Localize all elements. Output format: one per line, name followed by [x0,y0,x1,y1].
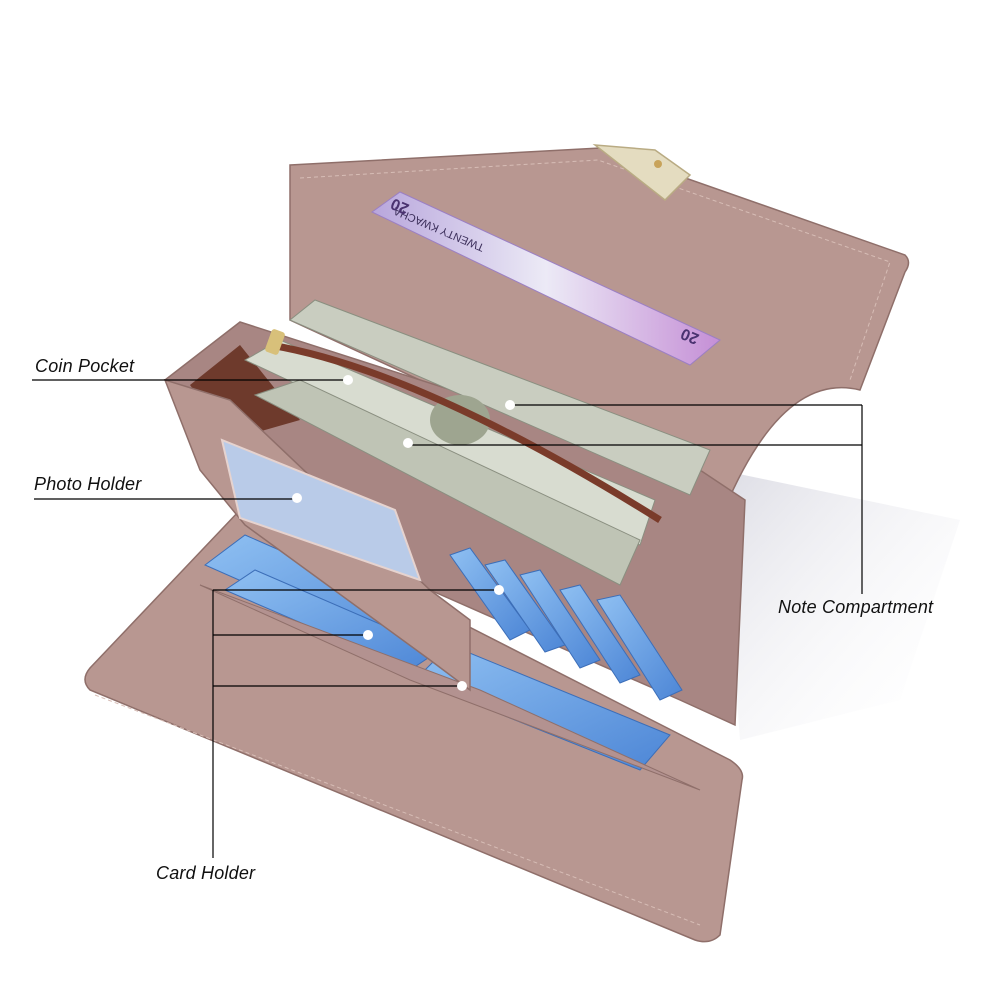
label-coin-pocket: Coin Pocket [35,356,135,376]
label-card-holder: Card Holder [156,863,256,883]
label-note-compartment: Note Compartment [778,597,934,617]
label-photo-holder: Photo Holder [34,474,142,494]
gold-clasp [592,144,692,202]
svg-text:20: 20 [678,324,701,347]
dollar-bills [243,299,711,586]
clasp-rivet [654,160,662,168]
callout-card-holder [212,585,504,858]
coin-pocket-zipper [269,341,662,523]
callout-note-compartment [403,400,863,594]
vertical-card-slots [449,547,683,701]
callout-coin-pocket [32,375,353,385]
wallet-shadow [720,470,960,740]
kwacha-banknote: TWENTY KWACHA 20 20 [371,191,721,366]
zipper-pull [265,329,285,355]
flap-stitching [299,159,891,381]
bottom-stitching [94,694,701,926]
photo-window [220,438,422,582]
wallet-bottom-panel [84,509,744,943]
svg-text:20: 20 [388,194,411,217]
callout-photo-holder [34,493,302,503]
